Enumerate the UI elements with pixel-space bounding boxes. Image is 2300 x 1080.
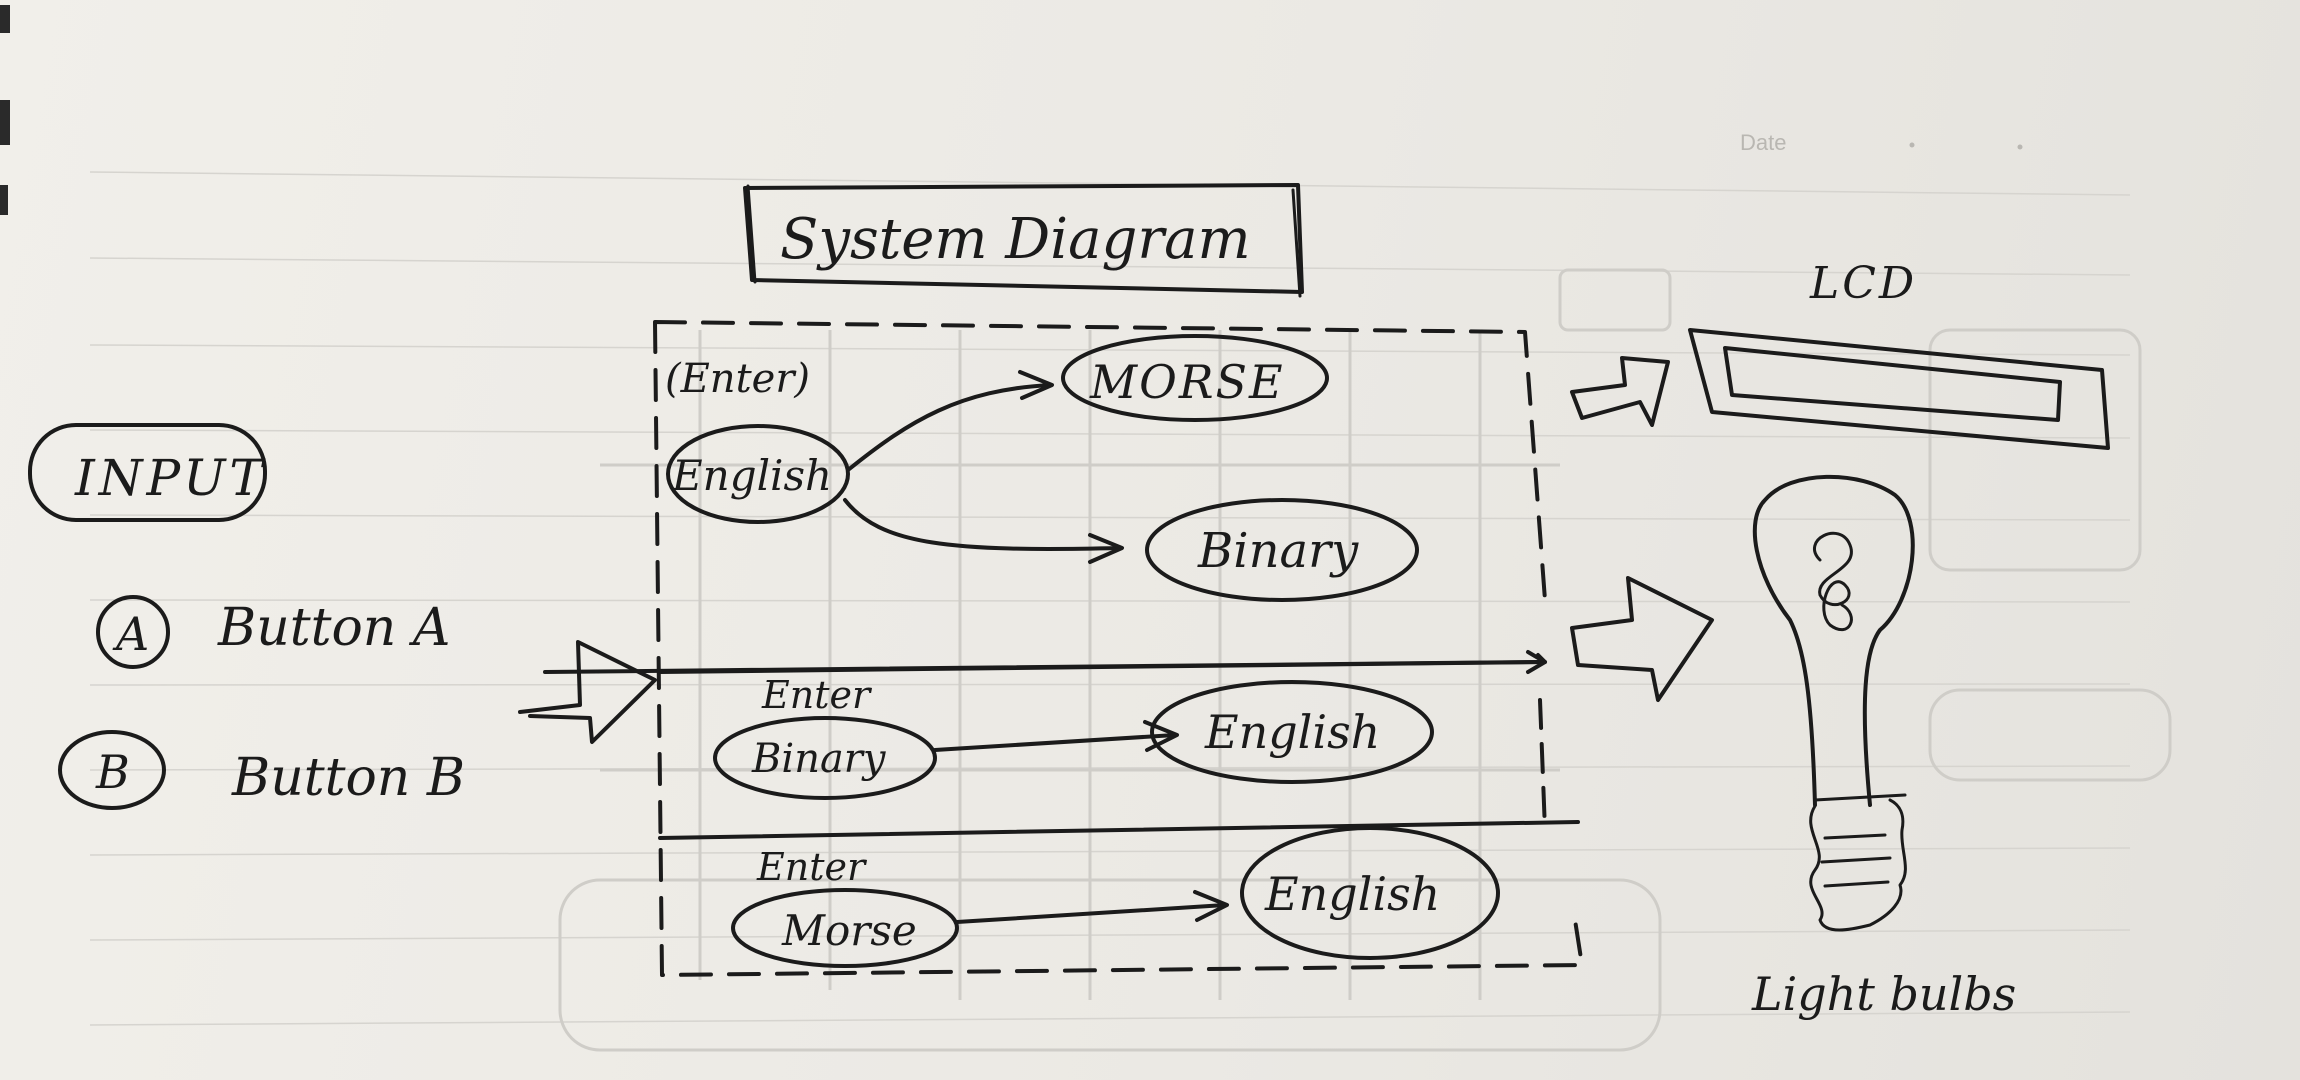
light-bulbs-label: Light bulbs (1751, 967, 2016, 1021)
binder-hole (0, 185, 8, 215)
light-bulb-icon (1752, 474, 1915, 807)
row-1-prefix: (Enter) (665, 356, 810, 402)
input-heading: INPUT (74, 449, 267, 507)
date-label: Date (1740, 130, 1786, 155)
row-1-target-2: Binary (1197, 523, 1359, 579)
title-box: System Diagram (743, 183, 1304, 298)
node-binary-source (713, 716, 937, 800)
row-2-source: Binary (751, 736, 887, 782)
node-morse-source (731, 888, 959, 968)
button-b-symbol: B (95, 745, 130, 799)
lcd-output: LCD (1688, 258, 2110, 450)
ruled-lines (89, 171, 2131, 1026)
node-english-from-binary (1150, 680, 1434, 784)
lcd-screen-inner (1723, 346, 2062, 422)
row-1-target-1: MORSE (1089, 355, 1285, 409)
node-morse (1061, 334, 1329, 422)
row-2-target: English (1204, 705, 1380, 759)
light-bulb-output: Light bulbs (1751, 474, 2016, 1021)
binder-hole (0, 5, 10, 33)
binder-hole (0, 100, 10, 145)
date-dot (1909, 142, 1915, 148)
button-a-circle (96, 595, 170, 669)
arrow-morse-english (955, 903, 1227, 924)
row-1-source: English (671, 451, 832, 500)
input-arrow (518, 640, 657, 744)
diagram-title: System Diagram (780, 207, 1251, 272)
arrow-binary-english (933, 733, 1177, 752)
output-arrow-lcd (1570, 356, 1670, 427)
date-dot (2017, 144, 2023, 150)
input-section: INPUT A Button A B Button B (28, 423, 465, 810)
button-a-label: Button A (217, 598, 450, 658)
row-3-prefix: Enter (756, 845, 868, 889)
row-3-source: Morse (781, 906, 917, 955)
output-arrow-bulbs (1570, 576, 1714, 702)
input-pill (28, 423, 267, 522)
arrow-english-morse (846, 383, 1052, 472)
arrow-english-binary (843, 498, 1122, 551)
node-english-from-morse (1240, 826, 1500, 960)
row-binary: Enter Binary English (713, 673, 1434, 800)
row-morse: Enter Morse English (731, 826, 1500, 968)
row-2-prefix: Enter (761, 673, 873, 717)
lcd-screen-outer (1688, 328, 2110, 450)
button-b-label: Button B (231, 748, 465, 808)
button-a-symbol: A (112, 607, 149, 661)
node-binary (1145, 498, 1419, 602)
row-english: (Enter) English MORSE Binary (665, 334, 1419, 602)
node-english-source (666, 424, 850, 524)
row-3-target: English (1264, 867, 1440, 921)
lcd-label: LCD (1809, 258, 1917, 309)
processing-box (543, 320, 1584, 977)
button-b-circle (58, 730, 166, 810)
